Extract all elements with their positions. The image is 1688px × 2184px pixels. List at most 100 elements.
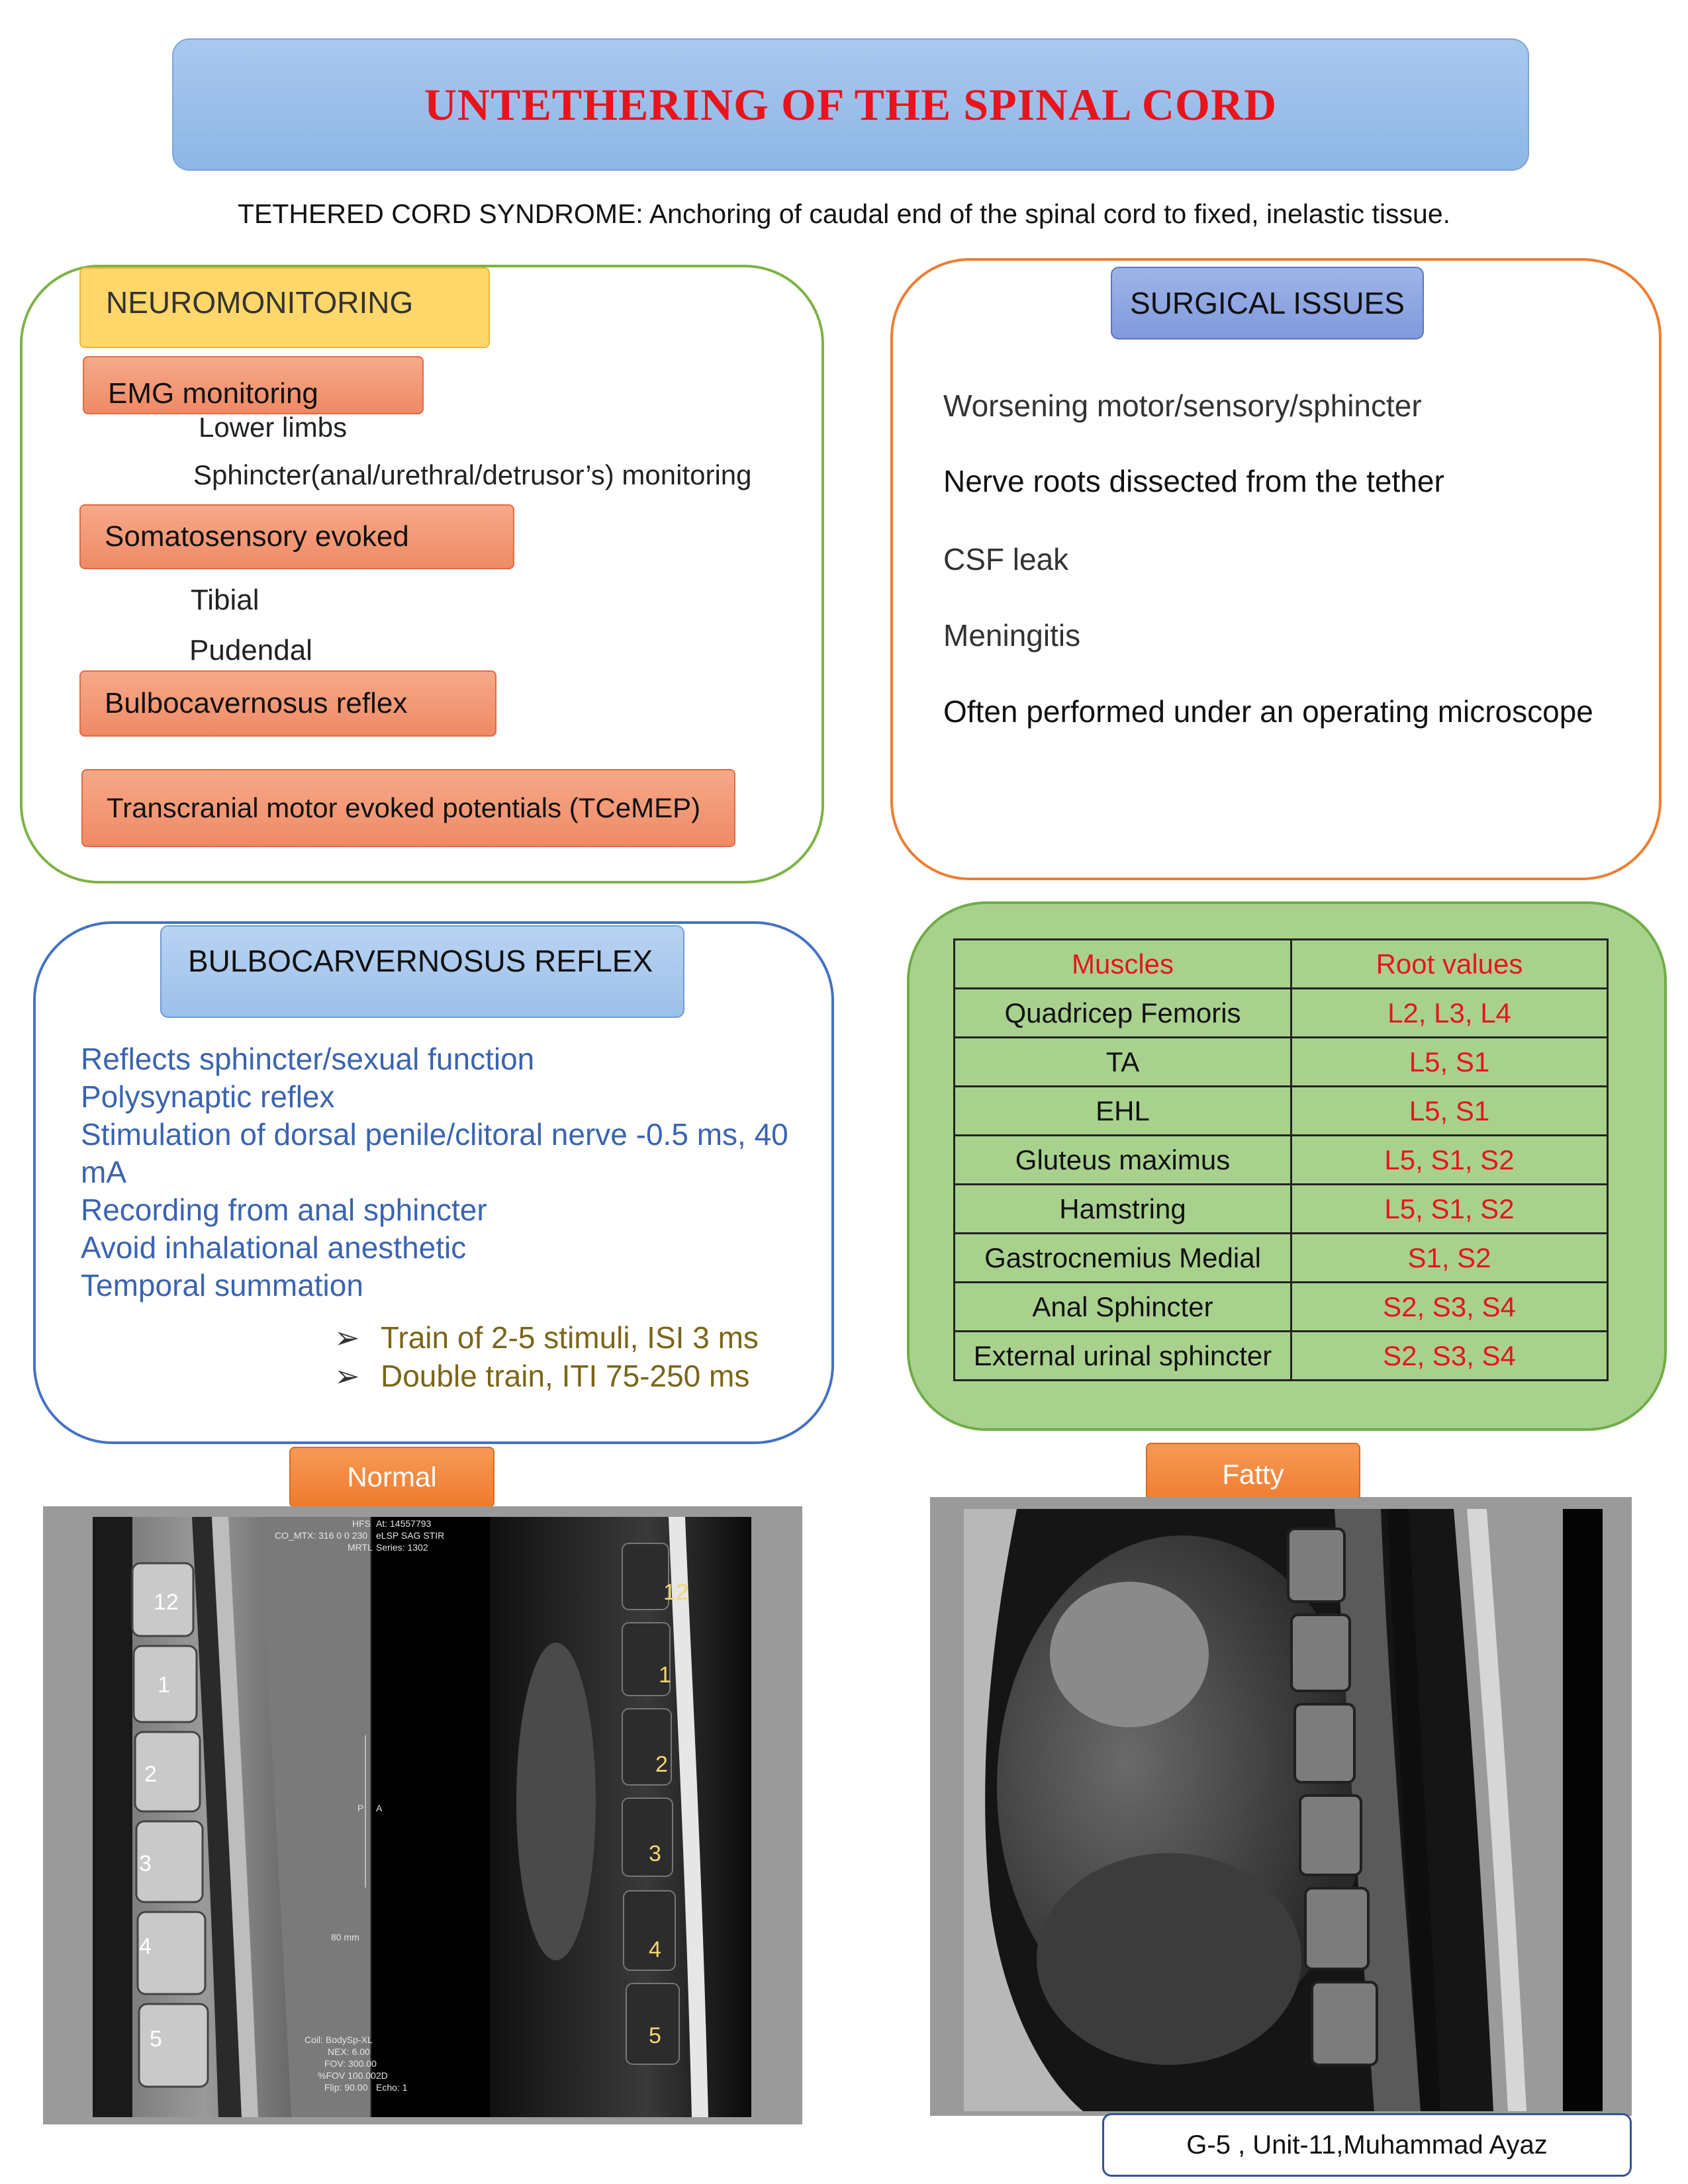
bcr-item: Stimulation of dorsal penile/clitoral ne… — [81, 1117, 788, 1189]
tcemep-label: Transcranial motor evoked potentials (TC… — [107, 792, 701, 823]
root-cell: L2, L3, L4 — [1290, 987, 1609, 1038]
vertebra-label: 5 — [649, 2023, 661, 2048]
scan-overlay-text: P — [357, 1803, 363, 1813]
root-cell: L5, S1 — [1290, 1036, 1609, 1087]
bcr-item: Avoid inhalational anesthetic — [81, 1230, 467, 1265]
bulbocavernosus-box: Bulbocavernosus reflex — [79, 670, 496, 737]
surgical-issue-item: Often performed under an operating micro… — [943, 694, 1593, 729]
vertebra-label: 1 — [659, 1662, 671, 1688]
column-header: Muscles — [953, 938, 1292, 989]
bcr-sub-list: ➢Train of 2-5 stimuli, ISI 3 ms ➢Double … — [334, 1318, 759, 1395]
muscle-cell: TA — [953, 1036, 1292, 1087]
surgical-issue-item: Nerve roots dissected from the tether — [943, 464, 1444, 498]
table-header-row: Muscles Root values — [953, 938, 1609, 989]
scan-overlay-text: 2D — [376, 2070, 388, 2081]
scan-overlay-text: %FOV 100.00 — [318, 2070, 376, 2081]
scan-overlay-text: Coil: BodySp-XL — [305, 2034, 373, 2045]
bulbocavernosus-panel — [33, 921, 834, 1444]
vertebra-label: 2 — [655, 1752, 668, 1777]
muscle-cell: Anal Sphincter — [953, 1281, 1292, 1332]
scan-overlay-text: HFS — [352, 1518, 371, 1529]
vertebra-label: 4 — [139, 1934, 152, 1959]
scan-overlay-text: A — [376, 1803, 383, 1813]
root-cell: L5, S1, S2 — [1290, 1134, 1609, 1185]
page-title: UNTETHERING OF THE SPINAL CORD — [424, 79, 1278, 130]
ssep-item-pudendal: Pudendal — [189, 634, 312, 666]
scan-overlay-text: Flip: 90.00 — [324, 2082, 368, 2093]
surgical-issues-panel — [890, 258, 1662, 880]
scan-overlay-text: Series: 1302 — [376, 1542, 428, 1553]
bcr-sub-item: ➢Train of 2-5 stimuli, ISI 3 ms — [334, 1318, 759, 1357]
surgical-issues-header: SURGICAL ISSUES — [1111, 267, 1424, 340]
scan-overlay-text: MRTL — [348, 1542, 373, 1553]
bcr-item: Temporal summation — [81, 1268, 363, 1302]
surgical-issue-item: Meningitis — [943, 618, 1081, 653]
ssep-box: Somatosensory evoked — [79, 504, 514, 569]
muscle-cell: Gastrocnemius Medial — [953, 1232, 1292, 1283]
scan-overlay-text: FOV: 300.00 — [324, 2058, 377, 2069]
bulbocavernosus-header: BULBOCARVERNOSUS REFLEX — [160, 925, 684, 1018]
bcr-item: Reflects sphincter/sexual function — [81, 1042, 535, 1076]
emg-item-lower-limbs: Lower limbs — [199, 412, 348, 443]
definition-text: TETHERED CORD SYNDROME: Anchoring of cau… — [237, 199, 1451, 229]
root-cell: S1, S2 — [1290, 1232, 1609, 1283]
column-header: Root values — [1290, 938, 1609, 989]
neuromonitoring-panel — [20, 265, 824, 884]
muscle-cell: External urinal sphincter — [953, 1330, 1292, 1381]
neuromonitoring-header: NEUROMONITORING — [79, 267, 490, 348]
ssep-item-tibial: Tibial — [191, 584, 259, 616]
author-text: G-5 , Unit-11,Muhammad Ayaz — [1186, 2130, 1548, 2160]
normal-mri-image: 12 1 2 3 4 5 12 1 2 3 4 5 HFS CO_MTX: 31… — [93, 1517, 751, 2117]
bcr-item: Recording from anal sphincter — [81, 1193, 487, 1227]
bcr-sub-item: ➢Double train, ITI 75-250 ms — [334, 1357, 759, 1395]
emg-monitoring-box: EMG monitoring — [83, 356, 424, 414]
surgical-issue-item: Worsening motor/sensory/sphincter — [943, 388, 1422, 423]
author-box: G-5 , Unit-11,Muhammad Ayaz — [1102, 2113, 1632, 2177]
muscle-cell: Gluteus maximus — [953, 1134, 1292, 1185]
vertebra-label: 2 — [144, 1762, 157, 1787]
bulbocavernosus-list: Reflects sphincter/sexual function Polys… — [81, 1040, 796, 1304]
vertebra-label: 4 — [649, 1937, 661, 1962]
bcr-item: Polysynaptic reflex — [81, 1079, 335, 1114]
root-cell: L5, S1 — [1290, 1085, 1609, 1136]
vertebra-label: 5 — [150, 2026, 162, 2052]
scan-overlay-text: At: 14557793 — [376, 1518, 432, 1529]
vertebra-label: 3 — [139, 1851, 152, 1876]
fatty-image-label: Fatty — [1146, 1443, 1360, 1506]
bulbocavernosus-label: Bulbocavernosus reflex — [105, 687, 408, 719]
scan-overlay-text: Echo: 1 — [376, 2082, 408, 2093]
fatty-mri-image — [964, 1509, 1603, 2111]
ssep-label: Somatosensory evoked — [105, 520, 409, 553]
muscle-cell: Hamstring — [953, 1183, 1292, 1234]
vertebra-label: 1 — [158, 1672, 170, 1698]
tcemep-box: Transcranial motor evoked potentials (TC… — [81, 769, 735, 847]
normal-image-label: Normal — [289, 1447, 494, 1508]
arrow-bullet-icon: ➢ — [334, 1320, 360, 1355]
emg-monitoring-label: EMG monitoring — [108, 377, 318, 410]
emg-item-sphincter: Sphincter(anal/urethral/detrusor’s) moni… — [193, 459, 752, 490]
title-banner: UNTETHERING OF THE SPINAL CORD — [172, 38, 1529, 171]
root-cell: S2, S3, S4 — [1290, 1281, 1609, 1332]
surgical-issue-item: CSF leak — [943, 542, 1069, 576]
muscle-cell: Quadricep Femoris — [953, 987, 1292, 1038]
scan-overlay-text: 80 mm — [331, 1932, 359, 1942]
muscle-cell: EHL — [953, 1085, 1292, 1136]
vertebra-label: 12 — [154, 1590, 179, 1615]
vertebra-label: 3 — [649, 1841, 661, 1866]
scan-overlay-text: CO_MTX: 316 0 0 230 — [275, 1530, 367, 1541]
arrow-bullet-icon: ➢ — [334, 1359, 360, 1393]
root-cell: L5, S1, S2 — [1290, 1183, 1609, 1234]
vertebra-label: 12 — [663, 1580, 688, 1605]
root-cell: S2, S3, S4 — [1290, 1330, 1609, 1381]
scan-overlay-text: NEX: 6.00 — [328, 2046, 370, 2057]
scan-overlay-text: eLSP SAG STIR — [376, 1530, 444, 1541]
